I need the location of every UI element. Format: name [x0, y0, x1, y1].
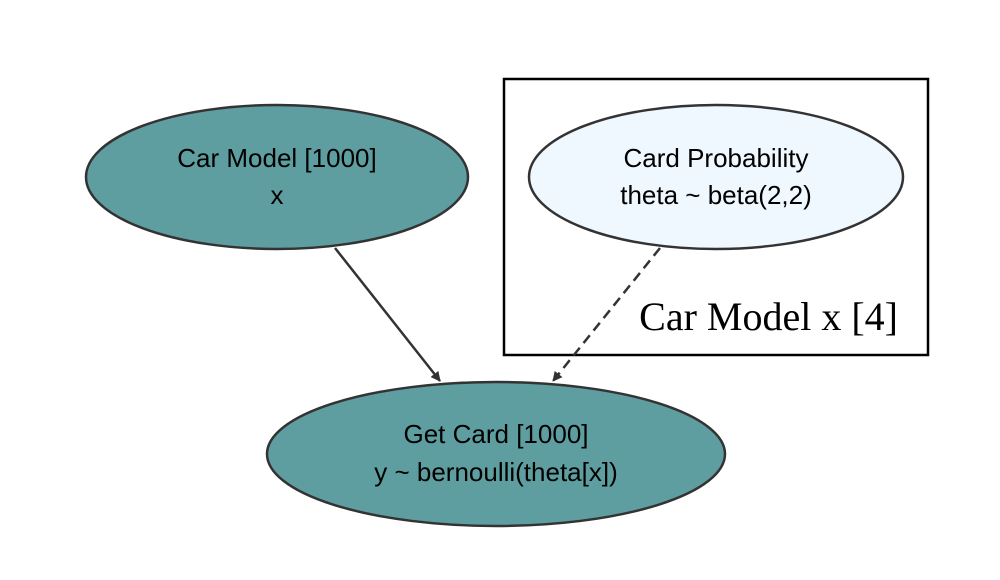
node-car-model-title: Car Model [1000]	[177, 143, 376, 173]
node-get-card-title: Get Card [1000]	[404, 419, 589, 449]
node-get-card-subtitle: y ~ bernoulli(theta[x])	[374, 457, 618, 487]
edge-car-model-to-get-card	[334, 247, 441, 382]
node-card-probability-shape	[527, 103, 905, 251]
plate-car-model: Car Model x [4]	[502, 77, 930, 357]
node-get-card[interactable]: Get Card [1000] y ~ bernoulli(theta[x])	[265, 380, 727, 528]
plate-label: Car Model x [4]	[639, 294, 898, 339]
edges	[334, 247, 661, 382]
node-car-model-shape	[84, 103, 470, 251]
node-car-model[interactable]: Car Model [1000] x	[84, 103, 470, 251]
plate-border	[502, 77, 930, 357]
node-car-model-subtitle: x	[271, 180, 284, 210]
edge-card-probability-to-get-card	[552, 247, 661, 382]
node-card-probability-title: Card Probability	[624, 143, 809, 173]
node-get-card-shape	[265, 380, 727, 528]
node-card-probability[interactable]: Card Probability theta ~ beta(2,2)	[527, 103, 905, 251]
node-card-probability-subtitle: theta ~ beta(2,2)	[620, 180, 812, 210]
